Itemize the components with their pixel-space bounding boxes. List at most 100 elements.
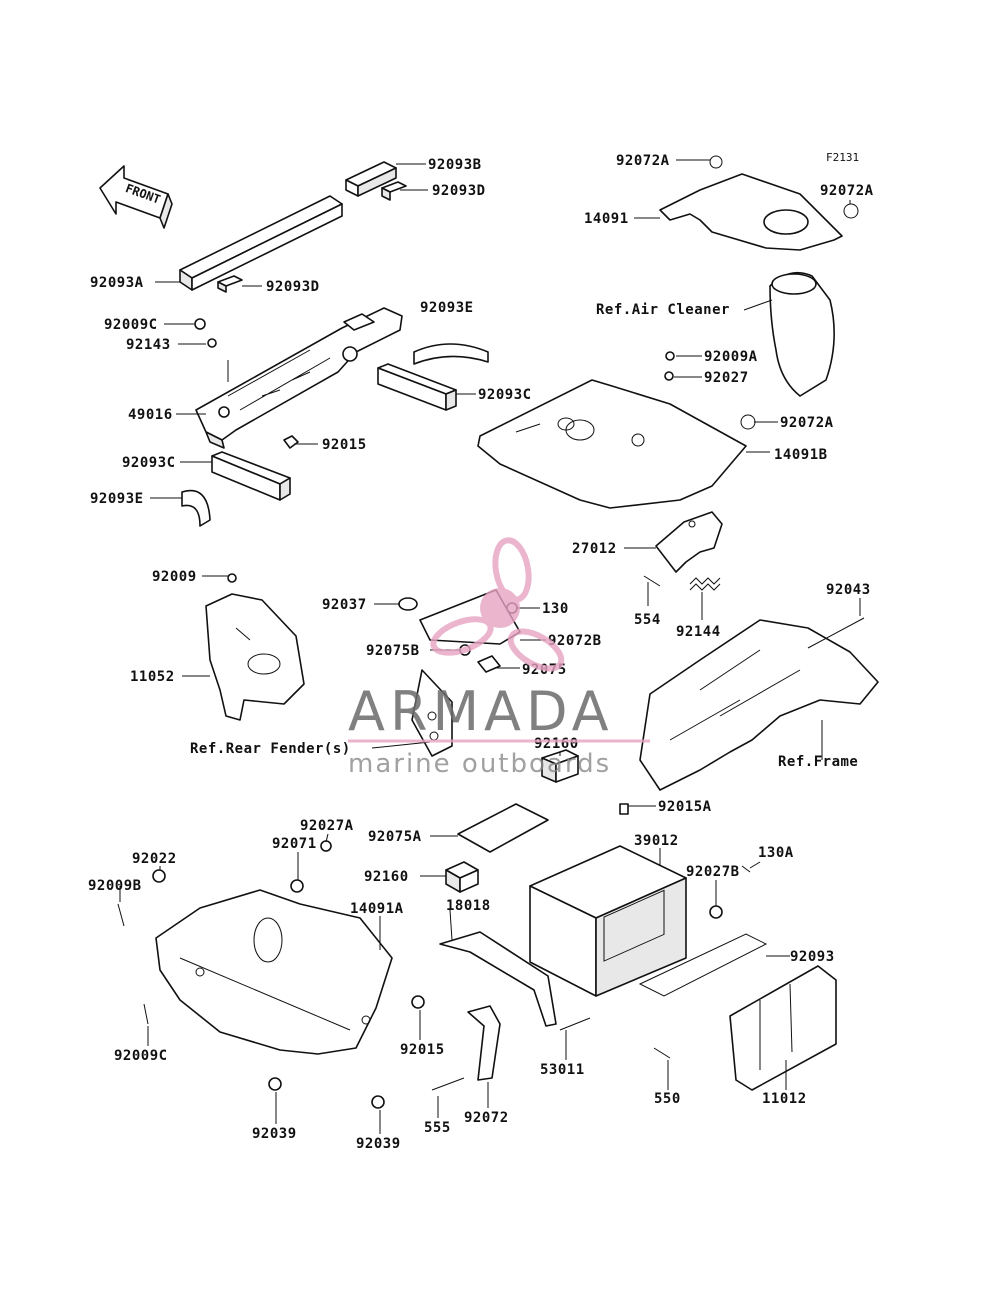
bracket-18018 <box>439 931 557 1027</box>
watermark: ARMADA marine outboards <box>348 537 650 779</box>
label-14091B: 14091B <box>774 447 828 463</box>
cover-14091 <box>659 173 843 251</box>
washer-92022-icon <box>152 869 166 883</box>
spring-92144-icon <box>689 577 721 591</box>
pin-555-icon <box>431 1077 465 1091</box>
label-11012: 11012 <box>762 1091 807 1107</box>
label-130: 130 <box>542 601 569 617</box>
watermark-brand: ARMADA <box>348 680 614 743</box>
pad-92093E-right <box>413 343 489 365</box>
label-130A: 130A <box>758 845 794 861</box>
grommet-92037-icon <box>398 597 418 611</box>
front-arrow-icon: FRONT <box>99 165 173 229</box>
box-39012 <box>529 845 687 997</box>
label-555: 555 <box>424 1120 451 1136</box>
bolt-92009-icon <box>227 573 237 583</box>
propeller-logo-icon <box>430 537 565 672</box>
label-92072A-right: 92072A <box>820 183 874 199</box>
damper-92075-icon <box>477 655 501 673</box>
label-92093B: 92093B <box>428 157 482 173</box>
pad-92093C-right <box>377 363 457 411</box>
nut-92015-bottom-icon <box>411 995 425 1009</box>
washer-92143-icon <box>207 338 217 348</box>
nut-92071-icon <box>290 879 304 893</box>
label-92160-mid: 92160 <box>364 869 409 885</box>
clip-92072A-top-icon <box>709 155 723 169</box>
watermark-tagline: marine outboards <box>348 749 611 779</box>
label-92037: 92037 <box>322 597 367 613</box>
pad-92093A <box>179 195 343 291</box>
label-92009B: 92009B <box>88 878 142 894</box>
label-92072A-top: 92072A <box>616 153 670 169</box>
bolt-130A-icon <box>741 865 751 873</box>
label-550: 550 <box>654 1091 681 1107</box>
bolt-92009C-top-icon <box>194 318 206 330</box>
bolt-53011-icon <box>559 1017 591 1031</box>
rear-fender-ref <box>411 669 453 757</box>
damper-92027B-icon <box>709 905 723 919</box>
label-92027B: 92027B <box>686 864 740 880</box>
label-92015-bottom: 92015 <box>400 1042 445 1058</box>
pad-92093D-left <box>217 275 243 293</box>
rivet-92039-right-icon <box>371 1095 385 1109</box>
bolt-92009B-icon <box>117 903 125 927</box>
rivet-92039-left-icon <box>268 1077 282 1091</box>
label-92072B: 92072B <box>548 633 602 649</box>
pad-92093B <box>345 161 397 197</box>
label-92009C-top: 92009C <box>104 317 158 333</box>
pad-92093D-top <box>381 181 407 201</box>
label-92144: 92144 <box>676 624 721 640</box>
label-92015A: 92015A <box>658 799 712 815</box>
collar-92015A-icon <box>619 803 629 815</box>
air-cleaner-ref <box>769 271 835 397</box>
nut-92015-top-icon <box>283 435 299 449</box>
label-554: 554 <box>634 612 661 628</box>
pad-92093E-left <box>181 489 211 527</box>
label-92093D-left: 92093D <box>266 279 320 295</box>
label-92027A: 92027A <box>300 818 354 834</box>
figure-code: F2131 <box>826 151 859 164</box>
label-92071: 92071 <box>272 836 317 852</box>
cover-11012 <box>729 965 837 1091</box>
label-92093C-left: 92093C <box>122 455 176 471</box>
label-92075A: 92075A <box>368 829 422 845</box>
damper-92027A-icon <box>320 840 332 852</box>
bolt-92009A-icon <box>665 351 675 361</box>
block-92160-top <box>541 749 579 783</box>
label-27012: 27012 <box>572 541 617 557</box>
frame-ref <box>639 617 879 791</box>
label-ref-air-cleaner: Ref.Air Cleaner <box>596 302 730 318</box>
label-92075B: 92075B <box>366 643 420 659</box>
part-labels: 92093B 92093D 92093A 92093D 92009C 92143… <box>88 153 874 1152</box>
label-92093E-left: 92093E <box>90 491 144 507</box>
label-49016: 49016 <box>128 407 173 423</box>
label-92009C-bottom: 92009C <box>114 1048 168 1064</box>
label-53011: 53011 <box>540 1062 585 1078</box>
cover-11052 <box>205 593 305 721</box>
leader-lines <box>119 159 861 1134</box>
pad-92093C-left <box>211 451 291 501</box>
plate-14091B <box>477 379 747 509</box>
label-92027: 92027 <box>704 370 749 386</box>
label-92015-top: 92015 <box>322 437 367 453</box>
label-92093: 92093 <box>790 949 835 965</box>
cover-14091A <box>155 889 393 1055</box>
label-ref-rear-fender: Ref.Rear Fender(s) <box>190 741 351 757</box>
pin-550-icon <box>653 1047 671 1059</box>
clip-92072A-right-icon <box>843 203 859 219</box>
label-92022: 92022 <box>132 851 177 867</box>
block-92160-mid <box>445 861 479 893</box>
label-92143: 92143 <box>126 337 171 353</box>
label-92093E-right: 92093E <box>420 300 474 316</box>
label-ref-frame: Ref.Frame <box>778 754 858 770</box>
label-39012: 39012 <box>634 833 679 849</box>
washer-92027-icon <box>664 371 674 381</box>
label-18018: 18018 <box>446 898 491 914</box>
gasket-92093 <box>638 933 768 997</box>
label-14091: 14091 <box>584 211 629 227</box>
bolt-92009C-bottom-icon <box>143 1003 149 1025</box>
label-92093A: 92093A <box>90 275 144 291</box>
label-92072A-lower: 92072A <box>780 415 834 431</box>
label-92072: 92072 <box>464 1110 509 1126</box>
